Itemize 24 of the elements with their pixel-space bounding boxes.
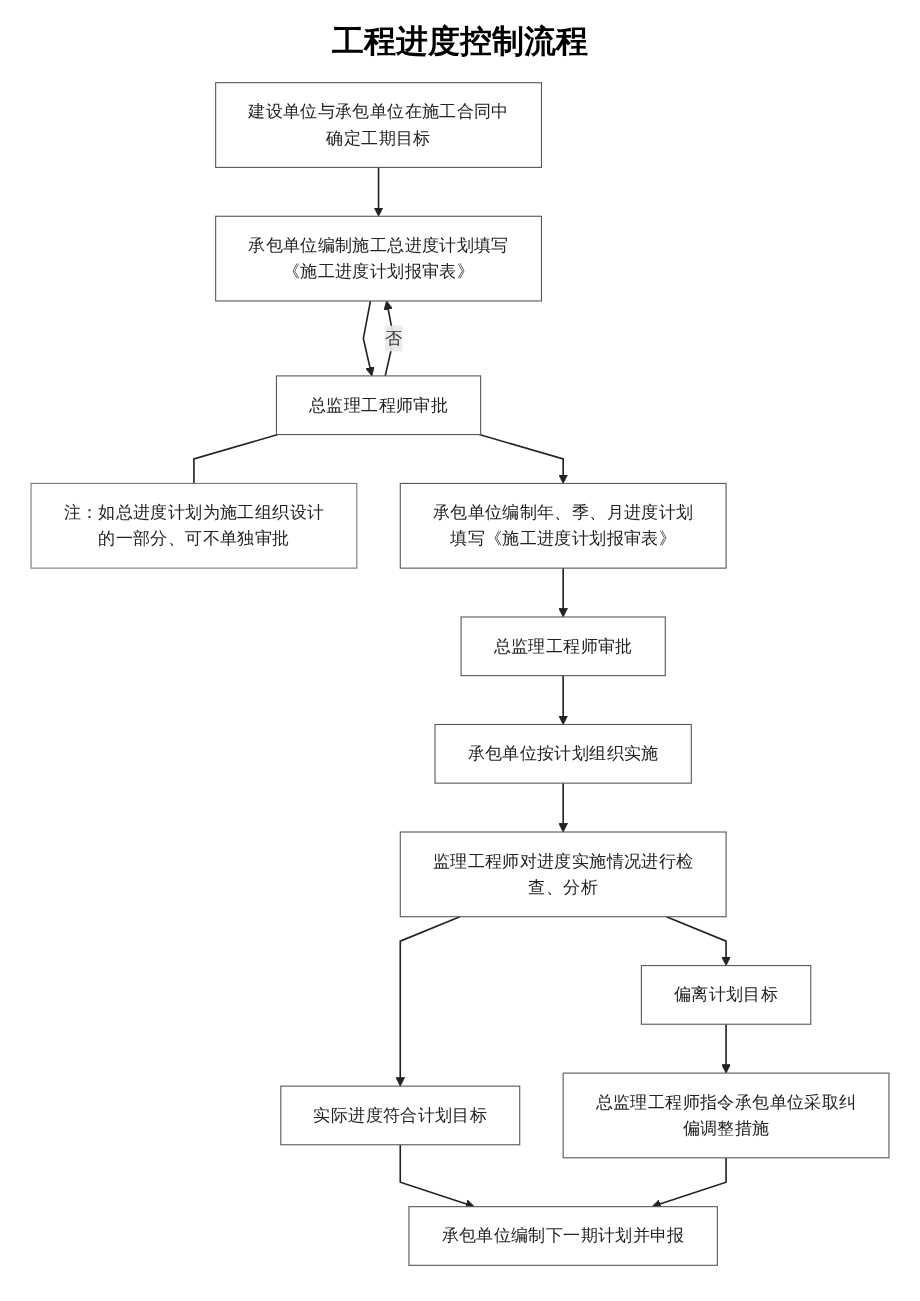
node-box: 注：如总进度计划为施工组织设计的一部分、可不单独审批 bbox=[30, 482, 358, 569]
node-box: 承包单位编制施工总进度计划填写《施工进度计划报审表》 bbox=[215, 215, 542, 302]
node-box: 偏离计划目标 bbox=[640, 965, 812, 1025]
node-box: 承包单位按计划组织实施 bbox=[434, 723, 692, 784]
node-box: 总监理工程师审批 bbox=[275, 375, 482, 436]
node-box: 总监理工程师指令承包单位采取纠偏调整措施 bbox=[562, 1072, 890, 1159]
node-box: 建设单位与承包单位在施工合同中确定工期目标 bbox=[215, 82, 542, 168]
arrow bbox=[665, 915, 731, 966]
arrow bbox=[395, 915, 461, 1087]
edge-label: 否 bbox=[385, 327, 403, 349]
arrow bbox=[478, 433, 568, 484]
arrow bbox=[558, 674, 568, 725]
arrow bbox=[721, 1023, 731, 1074]
node-box: 承包单位编制下一期计划并申报 bbox=[408, 1206, 718, 1266]
node-box: 监理工程师对进度实施情况进行检查、分析 bbox=[399, 831, 727, 918]
arrow bbox=[558, 782, 568, 833]
diagram-title: 工程进度控制流程 bbox=[331, 21, 589, 62]
node-box: 总监理工程师审批 bbox=[460, 616, 666, 677]
connector bbox=[193, 433, 279, 485]
arrow bbox=[362, 300, 375, 377]
node-box: 实际进度符合计划目标 bbox=[280, 1085, 521, 1146]
arrow bbox=[373, 166, 384, 217]
node-box: 承包单位编制年、季、月进度计划填写《施工进度计划报审表》 bbox=[399, 482, 727, 569]
arrow bbox=[558, 567, 568, 618]
